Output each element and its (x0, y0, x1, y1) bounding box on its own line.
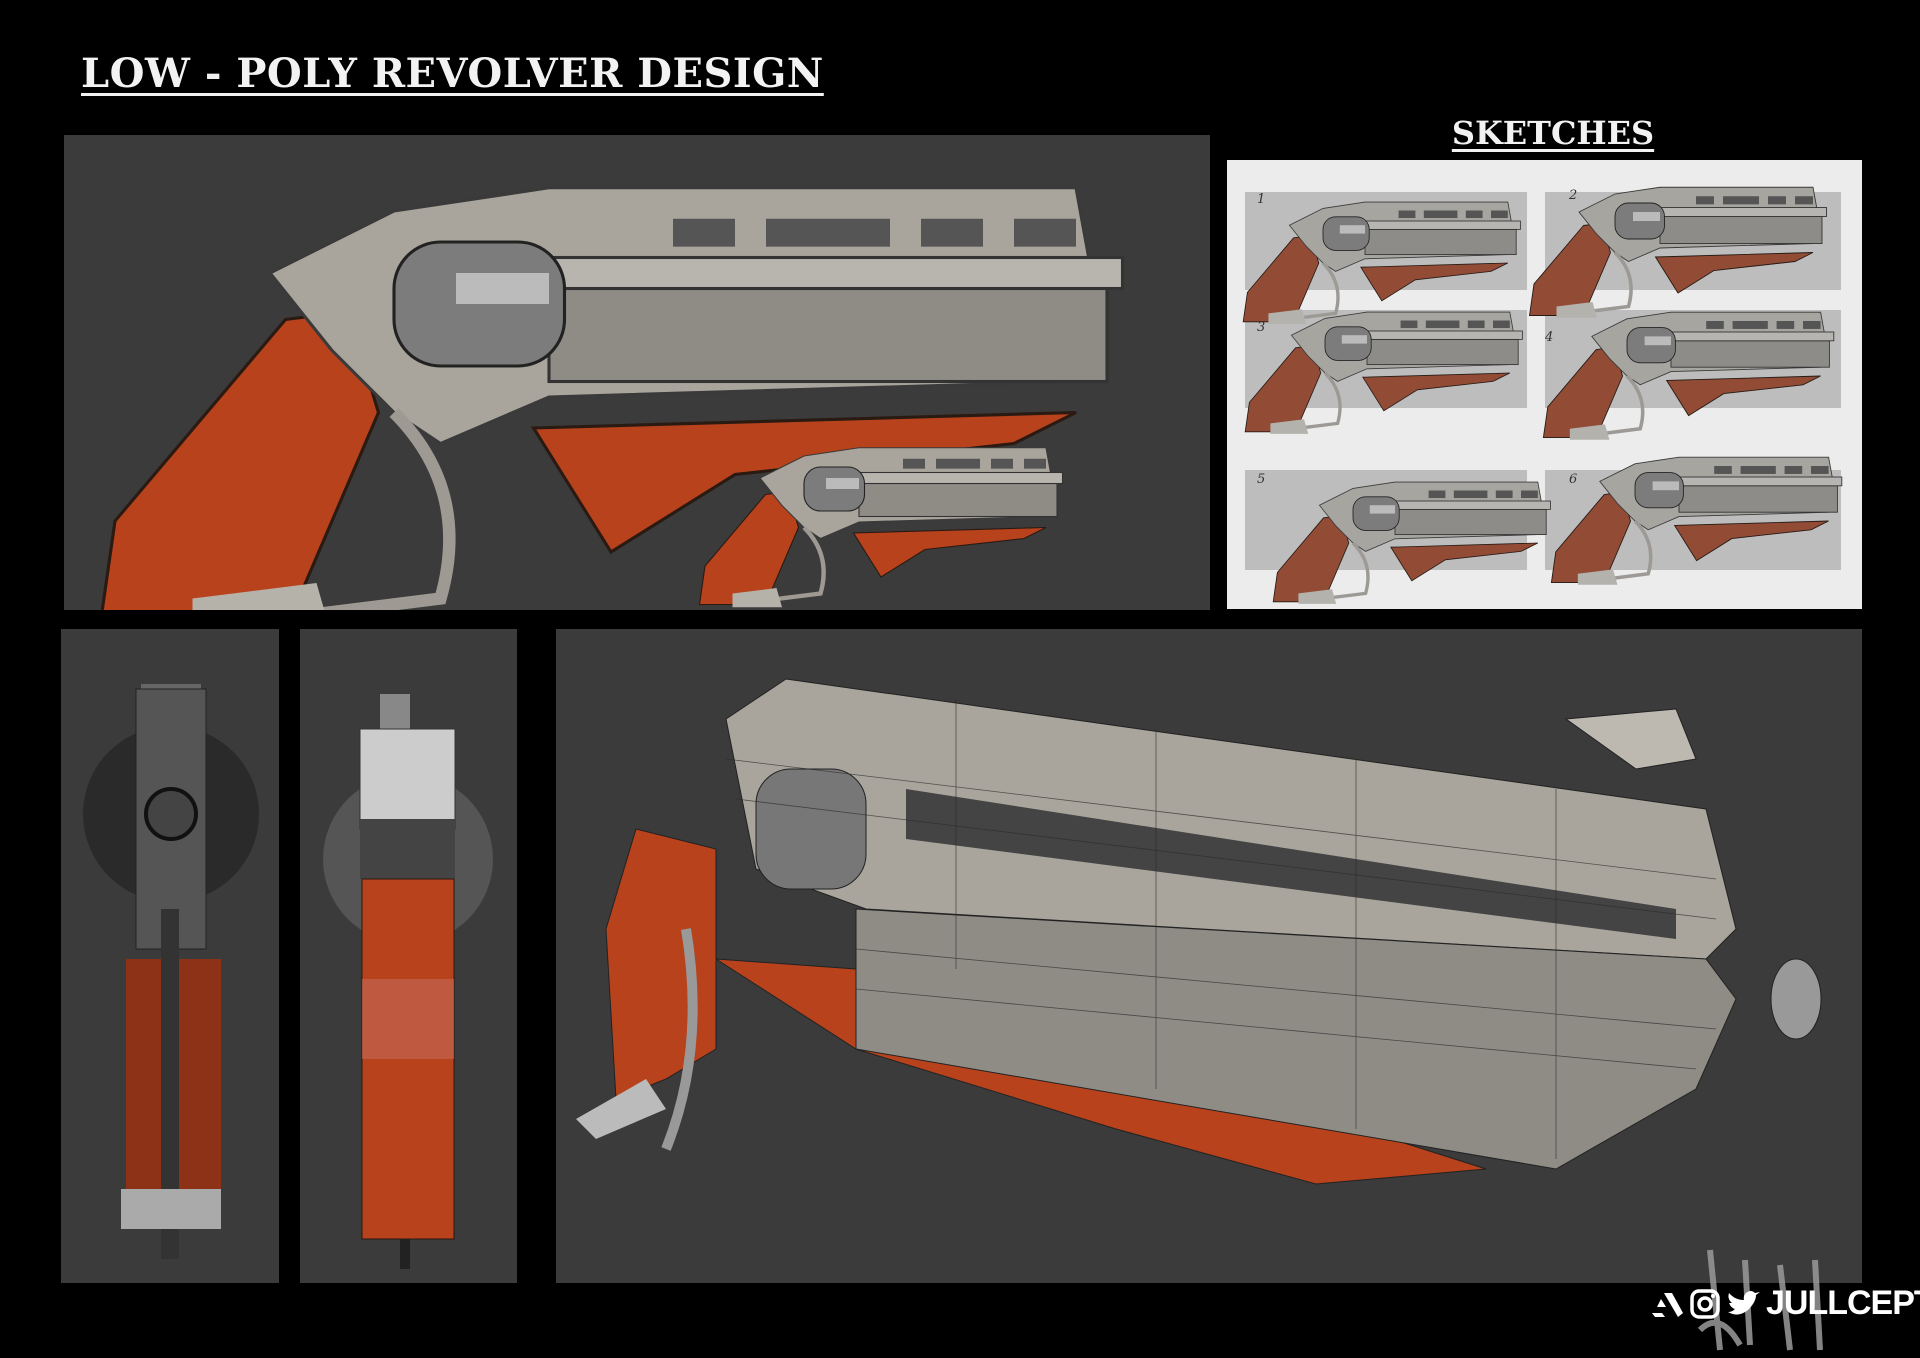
page-title: LOW - POLY REVOLVER DESIGN (81, 50, 824, 97)
revolver-side-view-image (64, 135, 1210, 610)
perspective-wireframe-render-panel (556, 629, 1862, 1283)
sketch-images (1241, 185, 1844, 606)
sketch-number: 4 (1545, 330, 1554, 345)
front-view-render-panel (300, 629, 517, 1283)
twitter-icon (1728, 1290, 1760, 1315)
revolver-perspective-image (576, 678, 1822, 1185)
sketches-title: SKETCHES (1451, 114, 1655, 152)
artstation-icon (1652, 1292, 1683, 1317)
sketch-number: 1 (1257, 192, 1266, 207)
side-view-render-panel (64, 135, 1210, 610)
social-handle: JULLCEPTS (1766, 1284, 1920, 1322)
sketch-number: 2 (1569, 188, 1578, 203)
sketch-number: 6 (1569, 472, 1578, 487)
sketch-number: 5 (1257, 472, 1266, 487)
revolver-back-view-image (83, 684, 259, 1259)
social-watermark: JULLCEPTS (1652, 1284, 1920, 1323)
sketches-panel: 1 2 3 4 5 6 (1227, 160, 1862, 609)
revolver-front-view-image (323, 694, 493, 1269)
sketch-number: 3 (1257, 320, 1266, 335)
instagram-icon (1690, 1288, 1720, 1319)
back-view-render-panel (61, 629, 279, 1283)
